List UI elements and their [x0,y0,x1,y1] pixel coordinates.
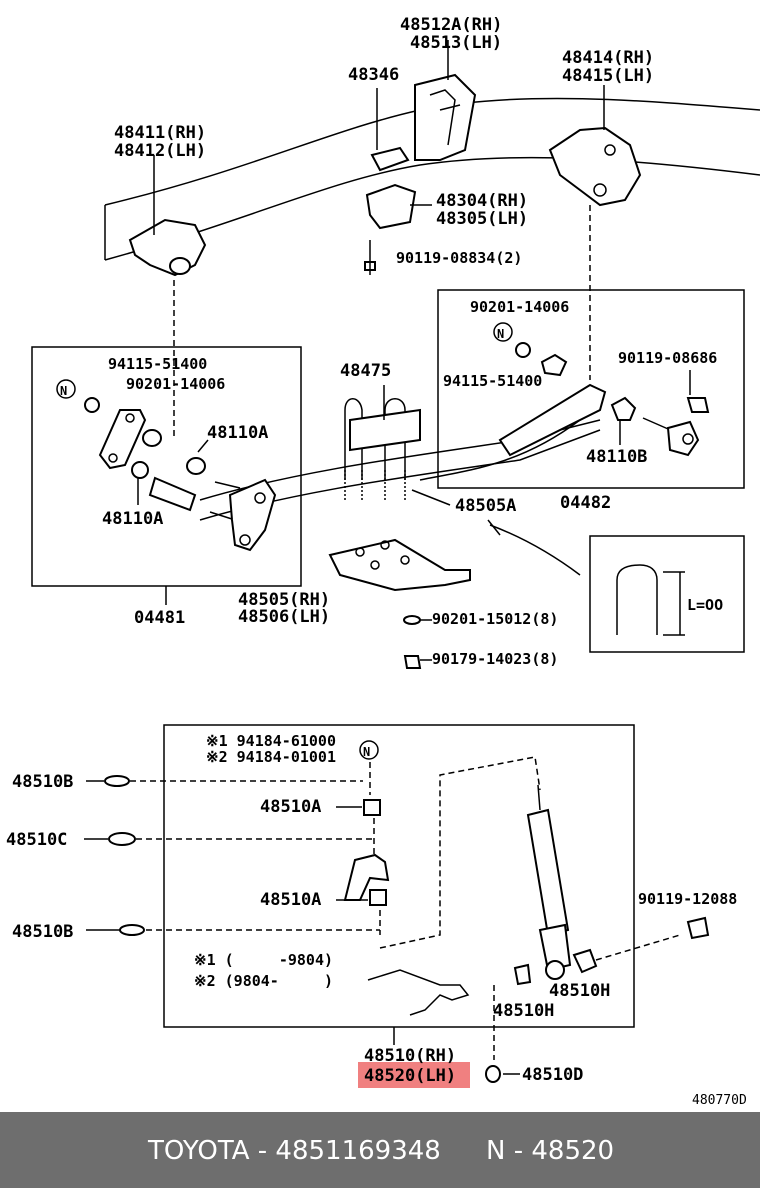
label-48505a: 48505A [455,496,516,516]
label-90201-14006-left: 90201-14006 [126,375,225,393]
label-90119-08686: 90119-08686 [618,349,717,367]
label-48110b: 48110B [586,447,647,467]
label-90119-08834: 90119-08834(2) [396,249,522,267]
parts-diagram: N [6,15,760,1108]
label-48510a-2: 48510A [260,890,321,910]
label-note-1: ※1 ( -9804) [194,951,333,969]
label-48414: 48414(RH) [562,48,654,68]
label-94184-61000: ※1 94184-61000 [206,732,336,750]
label-04482: 04482 [560,493,611,513]
label-48415: 48415(LH) [562,66,654,86]
label-48505: 48505(RH) [238,590,330,610]
label-48475: 48475 [340,361,391,381]
hanger-48414 [548,126,642,207]
bushing-48510a-bottom [369,889,387,906]
svg-text:N: N [363,745,370,759]
spring-seat-48505 [328,538,471,592]
label-48506: 48506(LH) [238,607,330,627]
washer-48510c [108,832,136,846]
nut-90179-14023 [403,655,422,669]
label-48411: 48411(RH) [114,123,206,143]
label-48510c: 48510C [6,830,67,850]
label-48304: 48304(RH) [436,191,528,211]
u-bolt-detail [616,564,685,636]
label-48412: 48412(LH) [114,141,206,161]
label-48520: 48520(LH) [364,1066,456,1086]
shackle-plate-right [228,478,277,552]
label-94184-01001: ※2 94184-01001 [206,748,336,766]
shackle-pins [148,476,241,521]
bushing-48510h [513,948,598,986]
label-48513: 48513(LH) [410,33,502,53]
label-48110a-1: 48110A [207,423,268,443]
label-48512a: 48512A(RH) [400,15,502,35]
nut-90201-14006-right [515,342,531,358]
label-note-2: ※2 (9804- ) [194,972,333,990]
shock-absorber-box [163,724,635,1028]
bolt-90119-08686 [686,397,710,413]
nut-48510d [485,1065,501,1083]
bushing-48510a-top [363,799,381,816]
callout-labels: 48512A(RH) 48513(LH) 48346 48414(RH) 484… [6,15,747,1108]
bracket-48510a [343,853,390,901]
u-bolt-48475 [344,398,421,500]
label-04481: 04481 [134,608,185,628]
highlight-48520 [358,1062,470,1088]
label-48510b-1: 48510B [12,772,73,792]
bracket-48512a [414,73,477,161]
label-48510h-1: 48510H [549,981,610,1001]
shock-absorber [526,784,572,980]
label-90119-12088: 90119-12088 [638,890,737,908]
shackle-pin-right [642,417,700,457]
label-48510b-2: 48510B [12,922,73,942]
label-48305: 48305(LH) [436,209,528,229]
n-marker-icon: N [493,322,513,342]
footer-bar: TOYOTA - 4851169348 N - 48520 [0,1112,760,1188]
hanger-48411 [128,218,207,277]
bumper-48304 [365,183,417,230]
bolt-90119-12088 [595,916,710,961]
label-94115-51400-left: 94115-51400 [108,355,207,373]
n-marker-icon: N [56,379,76,399]
bracket-lower [367,969,470,1016]
bolt-90119-08834 [364,240,376,275]
shackle-plate-left [98,409,147,470]
nut-90201-14006-left [84,397,100,413]
bushing-48110b [610,396,637,421]
u-bolt-detail-box [589,535,745,653]
label-figure-id: 480770D [692,1093,747,1108]
footer-part-code: N - 48520 [486,1136,615,1166]
washer-94115-51400 [540,353,568,377]
washer-48510b-bottom [119,924,145,936]
washer-48510b-top [104,775,130,787]
footer-brand-part-number: TOYOTA - 4851169348 [148,1136,441,1166]
label-48510d: 48510D [522,1065,583,1085]
nut-90201-15012 [403,615,421,625]
bushing-48110a [131,429,206,479]
n-marker-icon: N [359,740,379,760]
label-48510h-2: 48510H [493,1001,554,1021]
spring-eye-right [498,383,607,457]
bracket-48346 [370,146,410,172]
label-90201-15012: 90201-15012(8) [432,610,558,628]
kit-box-04482 [437,289,745,489]
label-94115-51400-right: 94115-51400 [443,372,542,390]
label-48510: 48510(RH) [364,1046,456,1066]
label-length: L=OO [687,596,723,614]
svg-text:N: N [497,327,504,341]
label-90201-14006-right: 90201-14006 [470,298,569,316]
label-48110a-2: 48110A [102,509,163,529]
label-48346: 48346 [348,65,399,85]
label-48510a-1: 48510A [260,797,321,817]
svg-text:N: N [60,384,67,398]
label-90179-14023: 90179-14023(8) [432,650,558,668]
